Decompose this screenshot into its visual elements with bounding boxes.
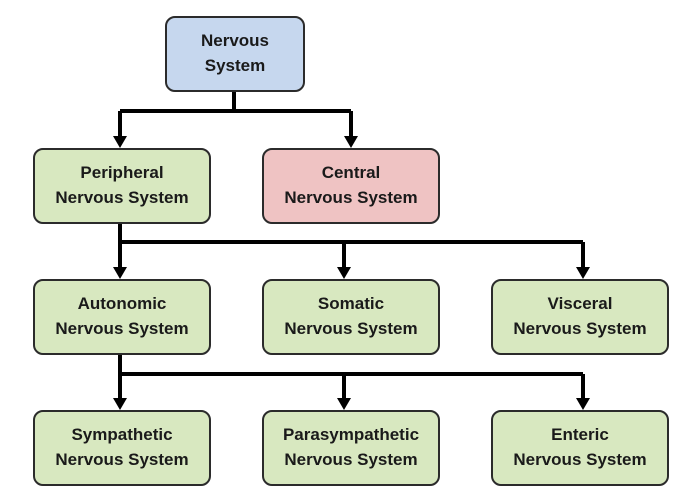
arrowhead-somatic: [337, 267, 351, 279]
arrowhead-autonomic: [113, 267, 127, 279]
node-sympathetic-nervous-system: Sympathetic Nervous System: [33, 410, 211, 486]
node-enteric-line1: Enteric: [551, 425, 609, 445]
node-somatic-line2: Nervous System: [284, 319, 418, 338]
node-nervous-system: Nervous System: [165, 16, 305, 92]
node-autonomic-line2: Nervous System: [55, 319, 189, 338]
arrowhead-sympathetic: [113, 398, 127, 410]
arrowhead-central: [344, 136, 358, 148]
arrowhead-enteric: [576, 398, 590, 410]
node-central-line1: Central: [321, 163, 381, 183]
node-somatic-line1: Somatic: [317, 294, 385, 314]
node-nervous-system-line1: Nervous: [200, 31, 270, 51]
node-central-line2: Nervous System: [284, 188, 418, 207]
node-enteric-nervous-system: Enteric Nervous System: [491, 410, 669, 486]
node-somatic-nervous-system: Somatic Nervous System: [262, 279, 440, 355]
node-visceral-line2: Nervous System: [513, 319, 647, 338]
arrowhead-peripheral: [113, 136, 127, 148]
node-central-nervous-system: Central Nervous System: [262, 148, 440, 224]
node-sympathetic-line2: Nervous System: [55, 450, 189, 469]
node-parasympathetic-line1: Parasympathetic: [282, 425, 420, 445]
arrowhead-parasympathetic: [337, 398, 351, 410]
node-visceral-nervous-system: Visceral Nervous System: [491, 279, 669, 355]
node-autonomic-line1: Autonomic: [77, 294, 167, 314]
node-peripheral-line1: Peripheral: [80, 163, 164, 183]
node-visceral-line1: Visceral: [547, 294, 613, 314]
node-parasympathetic-nervous-system: Parasympathetic Nervous System: [262, 410, 440, 486]
arrowhead-visceral: [576, 267, 590, 279]
node-peripheral-nervous-system: Peripheral Nervous System: [33, 148, 211, 224]
node-enteric-line2: Nervous System: [513, 450, 647, 469]
node-sympathetic-line1: Sympathetic: [71, 425, 173, 445]
node-peripheral-line2: Nervous System: [55, 188, 189, 207]
node-autonomic-nervous-system: Autonomic Nervous System: [33, 279, 211, 355]
node-nervous-system-line2: System: [204, 56, 266, 75]
node-parasympathetic-line2: Nervous System: [284, 450, 418, 469]
